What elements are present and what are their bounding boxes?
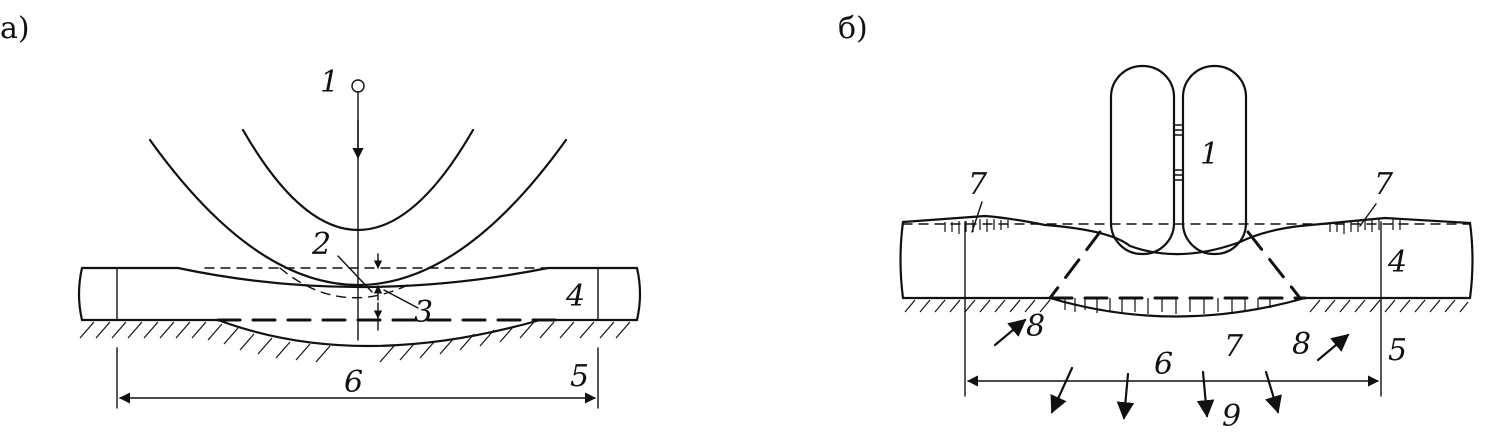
- label-a-1: 1: [320, 65, 339, 100]
- surface-ticks-right: [1329, 219, 1401, 234]
- label-b-4: 4: [1387, 245, 1407, 280]
- label-b-1: 1: [1200, 137, 1219, 172]
- arrow-9-a: [1050, 366, 1074, 414]
- leader-7-left: [971, 201, 983, 233]
- layer-top-deformed: [901, 214, 1472, 256]
- label-b-8-left: 8: [1026, 309, 1045, 344]
- bottom-tension-ticks: [1064, 298, 1271, 314]
- outer-stress-arc: [148, 138, 568, 286]
- layer-top-deflected: [176, 266, 550, 289]
- layer-b-right-end: [1468, 221, 1474, 300]
- label-b-6: 6: [1154, 347, 1173, 382]
- base-b-deflected: [1048, 296, 1307, 318]
- panel-a-title: а): [0, 11, 30, 46]
- ground-hatching-a: [79, 321, 631, 363]
- label-b-7-right: 7: [1374, 167, 1394, 202]
- label-b-7-bottom: 7: [1224, 329, 1244, 364]
- load-spread-right: [1246, 230, 1302, 300]
- panel-a: а): [0, 11, 642, 409]
- label-b-7-left: 7: [968, 167, 988, 202]
- layer-b-left-end: [899, 220, 905, 300]
- arrow-8-left: [993, 318, 1027, 347]
- label-b-9: 9: [1222, 399, 1241, 434]
- wheel-axle-connectors: [1173, 124, 1184, 181]
- arrow-9-c: [1196, 370, 1215, 418]
- load-spread-left: [1048, 230, 1102, 300]
- label-a-3: 3: [414, 295, 433, 330]
- arrow-9-b: [1116, 372, 1135, 420]
- panel-b-title: б): [838, 11, 868, 46]
- surface-ticks-left: [944, 219, 1009, 234]
- panel-b: б): [838, 11, 1474, 434]
- leader-3: [383, 289, 419, 309]
- ground-hatching-b: [904, 299, 1469, 313]
- wheel-right-icon: [1181, 64, 1248, 256]
- label-a-5: 5: [570, 359, 589, 394]
- arrow-8-right: [1316, 333, 1350, 362]
- layer-left-end: [77, 266, 84, 322]
- load-point-marker: [351, 79, 365, 93]
- deflection-arc-dashed: [279, 267, 411, 299]
- label-b-8-right: 8: [1292, 327, 1311, 362]
- wheel-left-icon: [1109, 64, 1176, 256]
- layer-right-end: [635, 266, 642, 322]
- leader-2: [337, 255, 373, 293]
- arrow-9-d: [1264, 370, 1282, 414]
- leader-7-right: [1359, 203, 1377, 227]
- label-a-2: 2: [311, 227, 331, 262]
- label-a-6: 6: [344, 365, 363, 400]
- inner-stress-arc: [241, 128, 475, 232]
- label-a-4: 4: [565, 279, 585, 314]
- label-b-5: 5: [1388, 333, 1407, 368]
